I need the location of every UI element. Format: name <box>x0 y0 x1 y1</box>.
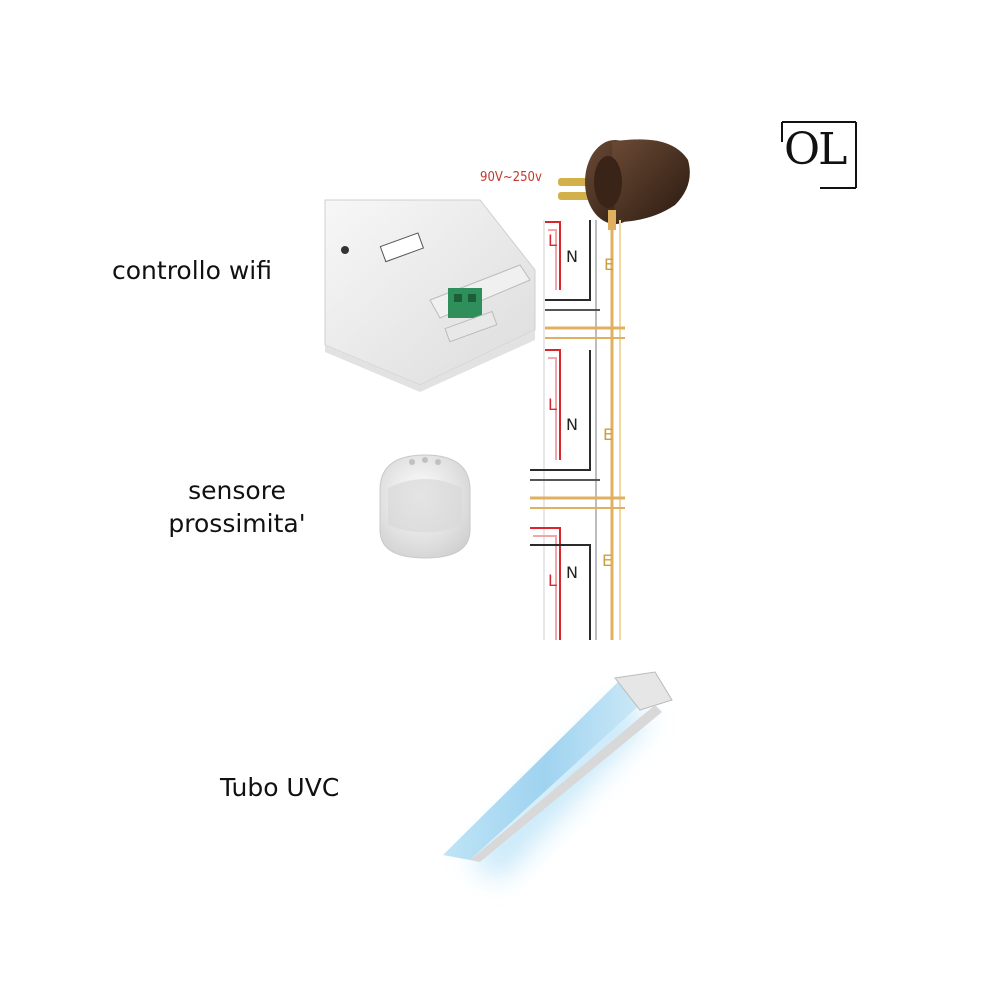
proximity-sensor-label: sensore prossimita' <box>162 475 312 540</box>
wiring-bus <box>543 220 621 640</box>
voltage-label: 90V~250v <box>480 170 542 185</box>
earth-wire-label: E <box>604 255 614 274</box>
neutral-wire-label: N <box>566 247 578 266</box>
ol-logo: OL <box>780 120 858 190</box>
earth-wire-label: E <box>602 551 612 570</box>
wire-segment-1: L N E <box>545 220 625 339</box>
live-wire-label: L <box>548 571 557 590</box>
uvc-tube-device <box>443 671 673 880</box>
wire-segment-3: L N E <box>530 527 612 640</box>
logo-frame <box>781 121 857 189</box>
logo-text: OL <box>784 124 847 175</box>
earth-wire-label: E <box>603 425 613 444</box>
sensor-label-line2: prossimita' <box>168 508 306 538</box>
neutral-wire-label: N <box>566 563 578 582</box>
uvc-tube-label: Tubo UVC <box>220 773 340 802</box>
wire-segment-2: L N E <box>530 349 625 509</box>
live-wire-label: L <box>548 231 557 250</box>
proximity-sensor-device <box>379 454 471 559</box>
live-wire-label: L <box>548 395 557 414</box>
wifi-controller-device <box>324 199 536 392</box>
sensor-label-line1: sensore <box>188 476 286 505</box>
neutral-wire-label: N <box>566 415 578 434</box>
power-plug-icon <box>558 139 690 230</box>
wifi-controller-label: controllo wifi <box>112 256 272 285</box>
